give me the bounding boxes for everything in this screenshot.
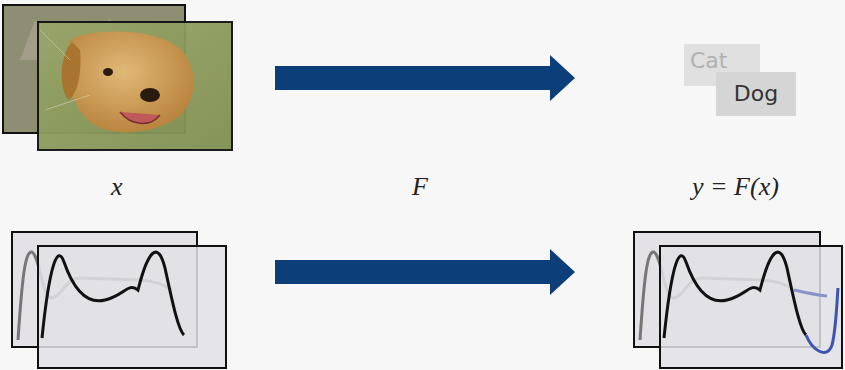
math-label: F (412, 172, 428, 202)
curve-frames-extended (634, 232, 842, 368)
map-arrow (275, 249, 575, 295)
word-box: Dog (716, 72, 796, 116)
math-label: x (111, 172, 123, 202)
map-arrow (275, 55, 575, 101)
class-label: Dog (734, 81, 778, 107)
curve-frames (12, 232, 226, 368)
dog-photo (38, 22, 232, 150)
math-label: y = F(x) (692, 172, 779, 202)
class-label: Cat (690, 48, 727, 74)
